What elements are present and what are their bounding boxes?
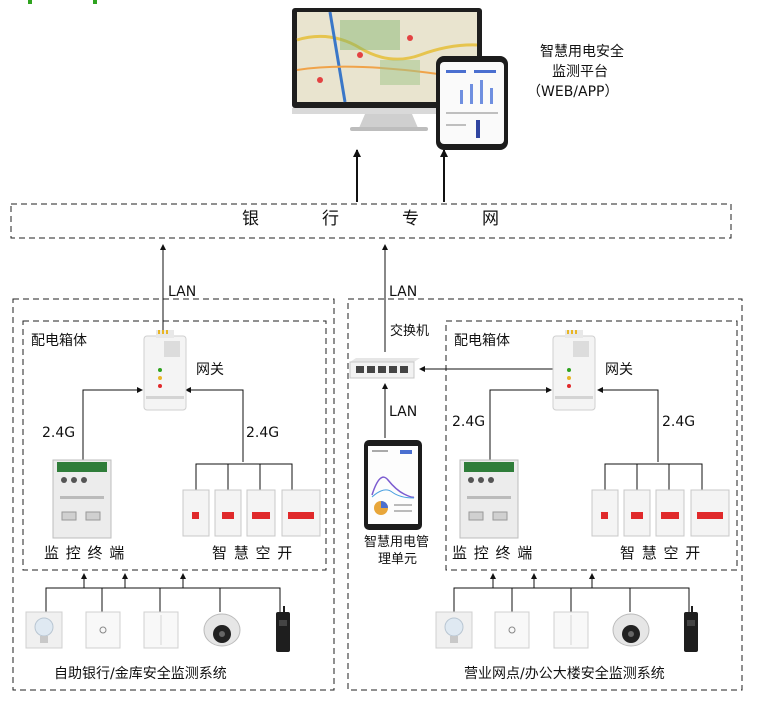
- bank-network-char-4: 网: [482, 209, 500, 229]
- right-socket-icon: [494, 611, 530, 649]
- phone-icon: [436, 56, 508, 150]
- left-lamp-icon: [25, 611, 63, 649]
- left-gateway-icon: [143, 330, 187, 411]
- left-system-caption: 自助银行/金库安全监测系统: [54, 666, 227, 682]
- left-breaker-link-label: 2.4G: [246, 425, 280, 441]
- platform-title-line1: 智慧用电安全: [540, 44, 624, 60]
- right-breaker-label: 智 慧 空 开: [620, 544, 702, 562]
- bank-network-band: [10, 203, 732, 239]
- left-gateway-label: 网关: [196, 362, 224, 378]
- tablet-icon: [364, 440, 422, 530]
- tablet-label-line1: 智慧用电管: [364, 535, 430, 550]
- bank-network-char-2: 行: [322, 209, 340, 229]
- left-lan-label: LAN: [168, 284, 197, 300]
- switch-label: 交换机: [390, 324, 430, 339]
- left-terminal-link-label: 2.4G: [42, 425, 76, 441]
- left-radio-icon: [276, 606, 290, 652]
- left-breaker-label: 智 慧 空 开: [212, 544, 294, 562]
- right-box-title: 配电箱体: [454, 333, 510, 349]
- bank-network-char-3: 专: [402, 209, 420, 229]
- right-breakers-icon: [591, 489, 730, 537]
- left-terminal-icon: [52, 459, 112, 539]
- right-terminal-label: 监 控 终 端: [452, 544, 534, 562]
- left-system-box: [12, 298, 335, 691]
- right-gateway-icon: [552, 330, 596, 411]
- left-terminal-label: 监 控 终 端: [44, 544, 126, 562]
- right-radio-icon: [684, 606, 698, 652]
- right-breaker-link-label: 2.4G: [662, 414, 696, 430]
- left-camera-icon: [203, 613, 241, 647]
- tablet-label-line2: 理单元: [378, 552, 418, 567]
- left-breakers-icon: [182, 489, 321, 537]
- right-terminal-icon: [459, 459, 519, 539]
- tablet-lan-label: LAN: [389, 404, 418, 420]
- switch-icon: [349, 358, 420, 379]
- left-box-title: 配电箱体: [31, 333, 87, 349]
- left-distribution-box: [22, 320, 327, 571]
- platform-title-line3: （WEB/APP）: [527, 84, 619, 100]
- right-lamp-icon: [435, 611, 473, 649]
- right-camera-icon: [612, 613, 650, 647]
- right-gateway-label: 网关: [605, 362, 633, 378]
- right-distribution-box: [445, 320, 738, 571]
- right-lan-label: LAN: [389, 284, 418, 300]
- left-light-switch-icon: [143, 611, 179, 649]
- right-light-switch-icon: [553, 611, 589, 649]
- left-socket-icon: [85, 611, 121, 649]
- right-system-caption: 营业网点/办公大楼安全监测系统: [464, 666, 665, 682]
- right-terminal-link-label: 2.4G: [452, 414, 486, 430]
- right-system-box: [347, 298, 743, 691]
- bank-network-char-1: 银: [242, 209, 260, 229]
- platform-title-line2: 监测平台: [552, 64, 608, 80]
